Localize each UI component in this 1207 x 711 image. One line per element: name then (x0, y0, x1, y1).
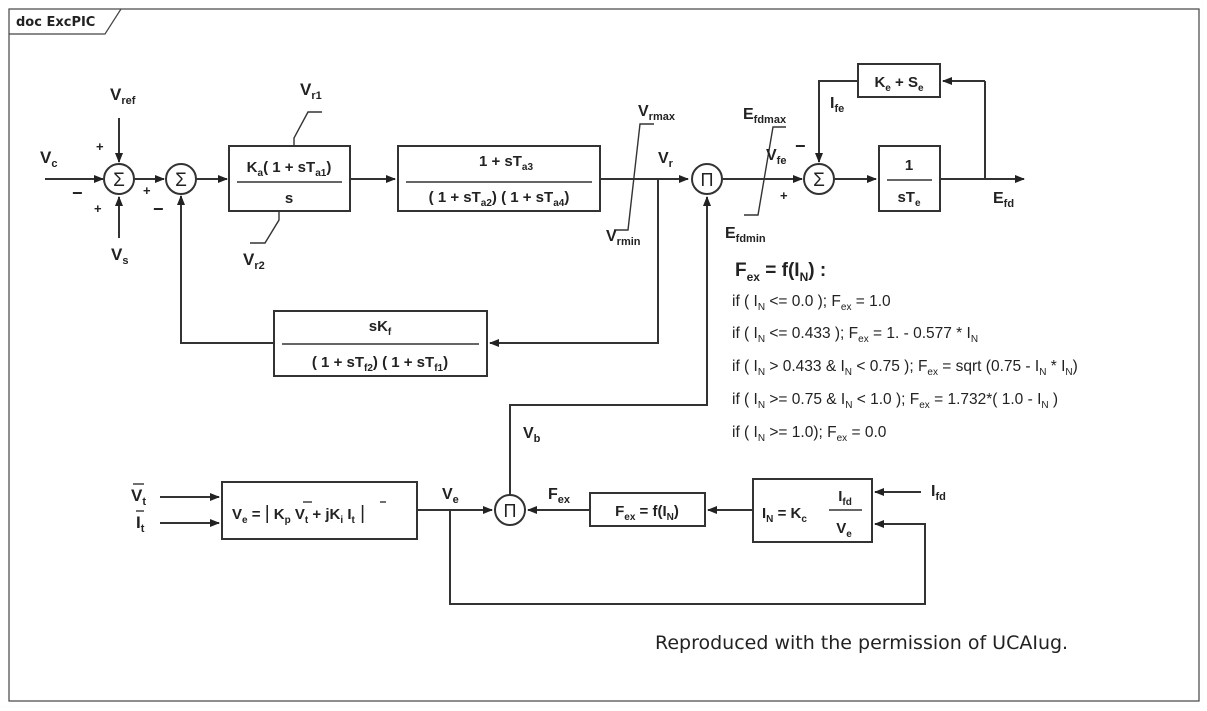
ve-feedback-to-in-arrow (449, 510, 926, 605)
in-equation-lhs: IN = Kc (762, 505, 807, 525)
permission-footnote: Reproduced with the permission of UCAIug… (655, 632, 1068, 654)
efd-label: Efd (993, 190, 1014, 210)
ka-numerator: Ka( 1 + sTa1) (247, 159, 332, 179)
in-denominator: Ve (836, 520, 852, 540)
summing-junction-1-symbol: Σ (113, 170, 125, 191)
vb-label: Vb (523, 425, 541, 445)
kf-feedback-arrow-in (489, 179, 659, 347)
vc-label: Vc (40, 148, 57, 170)
kf-denominator: ( 1 + sTf2) ( 1 + sTf1) (312, 354, 448, 374)
vt-label: Vt (131, 486, 146, 508)
vref-sign: + (96, 139, 104, 154)
product-junction-2-symbol: Π (504, 501, 517, 521)
vfe-label: Vfe (766, 147, 786, 167)
kf-numerator: sKf (369, 318, 392, 338)
fex-label: Fex (548, 486, 571, 506)
vs-sign: + (94, 201, 102, 216)
ve-magnitude-block (221, 481, 418, 540)
efdmax-label: Efdmax (743, 106, 787, 126)
ifd-label: Ifd (931, 483, 946, 503)
fex-definition-title: Fex = f(IN) : (735, 260, 826, 284)
vr-label: Vr (658, 150, 674, 170)
frame-title: doc ExcPIC (16, 15, 95, 30)
vrmin-label: Vrmin (606, 228, 641, 248)
sum2-minus-sign: − (153, 199, 164, 219)
ve-label: Ve (442, 486, 459, 506)
te-numerator: 1 (905, 157, 913, 174)
ka-block (228, 145, 351, 212)
te-denominator: sTe (897, 189, 921, 209)
product-junction-1-symbol: Π (701, 170, 714, 190)
ife-feedback-arrow (815, 80, 858, 163)
ka-denominator: s (285, 190, 293, 207)
vr1-label: Vr1 (300, 80, 322, 102)
efd-limiter-mark (744, 126, 786, 216)
fex-rule-2: if ( IN <= 0.433 ); Fex = 1. - 0.577 * I… (732, 325, 978, 345)
vc-sign: − (72, 183, 83, 203)
fex-function-block (589, 492, 706, 527)
fex-rule-1: if ( IN <= 0.0 ); Fex = 1.0 (732, 293, 891, 313)
lead-lag-denominator: ( 1 + sTa2) ( 1 + sTa4) (429, 189, 570, 209)
vb-feed-to-product1-arrow (509, 196, 711, 495)
ife-label: Ife (830, 95, 844, 115)
vs-label: Vs (111, 245, 128, 267)
summing-junction-2-symbol: Σ (175, 170, 187, 191)
ke-se-text: Ke + Se (874, 74, 924, 94)
fex-function-text: Fex = f(IN) (615, 503, 679, 523)
diagram-frame (8, 8, 1200, 702)
sum3-plus-sign: + (780, 188, 788, 203)
kf-feedback-arrow-out (177, 195, 274, 344)
te-integrator-block (878, 145, 941, 212)
vr1-limit-mark (293, 111, 322, 146)
fex-rule-5: if ( IN >= 1.0); Fex = 0.0 (732, 424, 887, 444)
vrmax-label: Vrmax (638, 103, 676, 123)
sum3-minus-sign: − (795, 136, 806, 156)
frame-title-tab (9, 8, 122, 35)
summing-junction-3-symbol: Σ (813, 170, 825, 191)
sum2-plus-sign: + (143, 183, 151, 198)
fex-rule-3: if ( IN > 0.433 & IN < 0.75 ); Fex = sqr… (732, 358, 1078, 378)
in-numerator: Ifd (838, 488, 852, 508)
fex-rule-4: if ( IN >= 0.75 & IN < 1.0 ); Fex = 1.73… (732, 391, 1058, 411)
vr2-label: Vr2 (243, 250, 265, 272)
ve-equation: Ve = | Kp Vt + jKi It | (232, 503, 365, 526)
vref-label: Vref (110, 85, 136, 107)
efdmin-label: Efdmin (725, 225, 766, 245)
vr-limiter-mark (614, 123, 654, 231)
it-label: It (136, 513, 145, 535)
lead-lag-numerator: 1 + sTa3 (479, 153, 534, 173)
vr2-limit-mark (250, 211, 280, 244)
